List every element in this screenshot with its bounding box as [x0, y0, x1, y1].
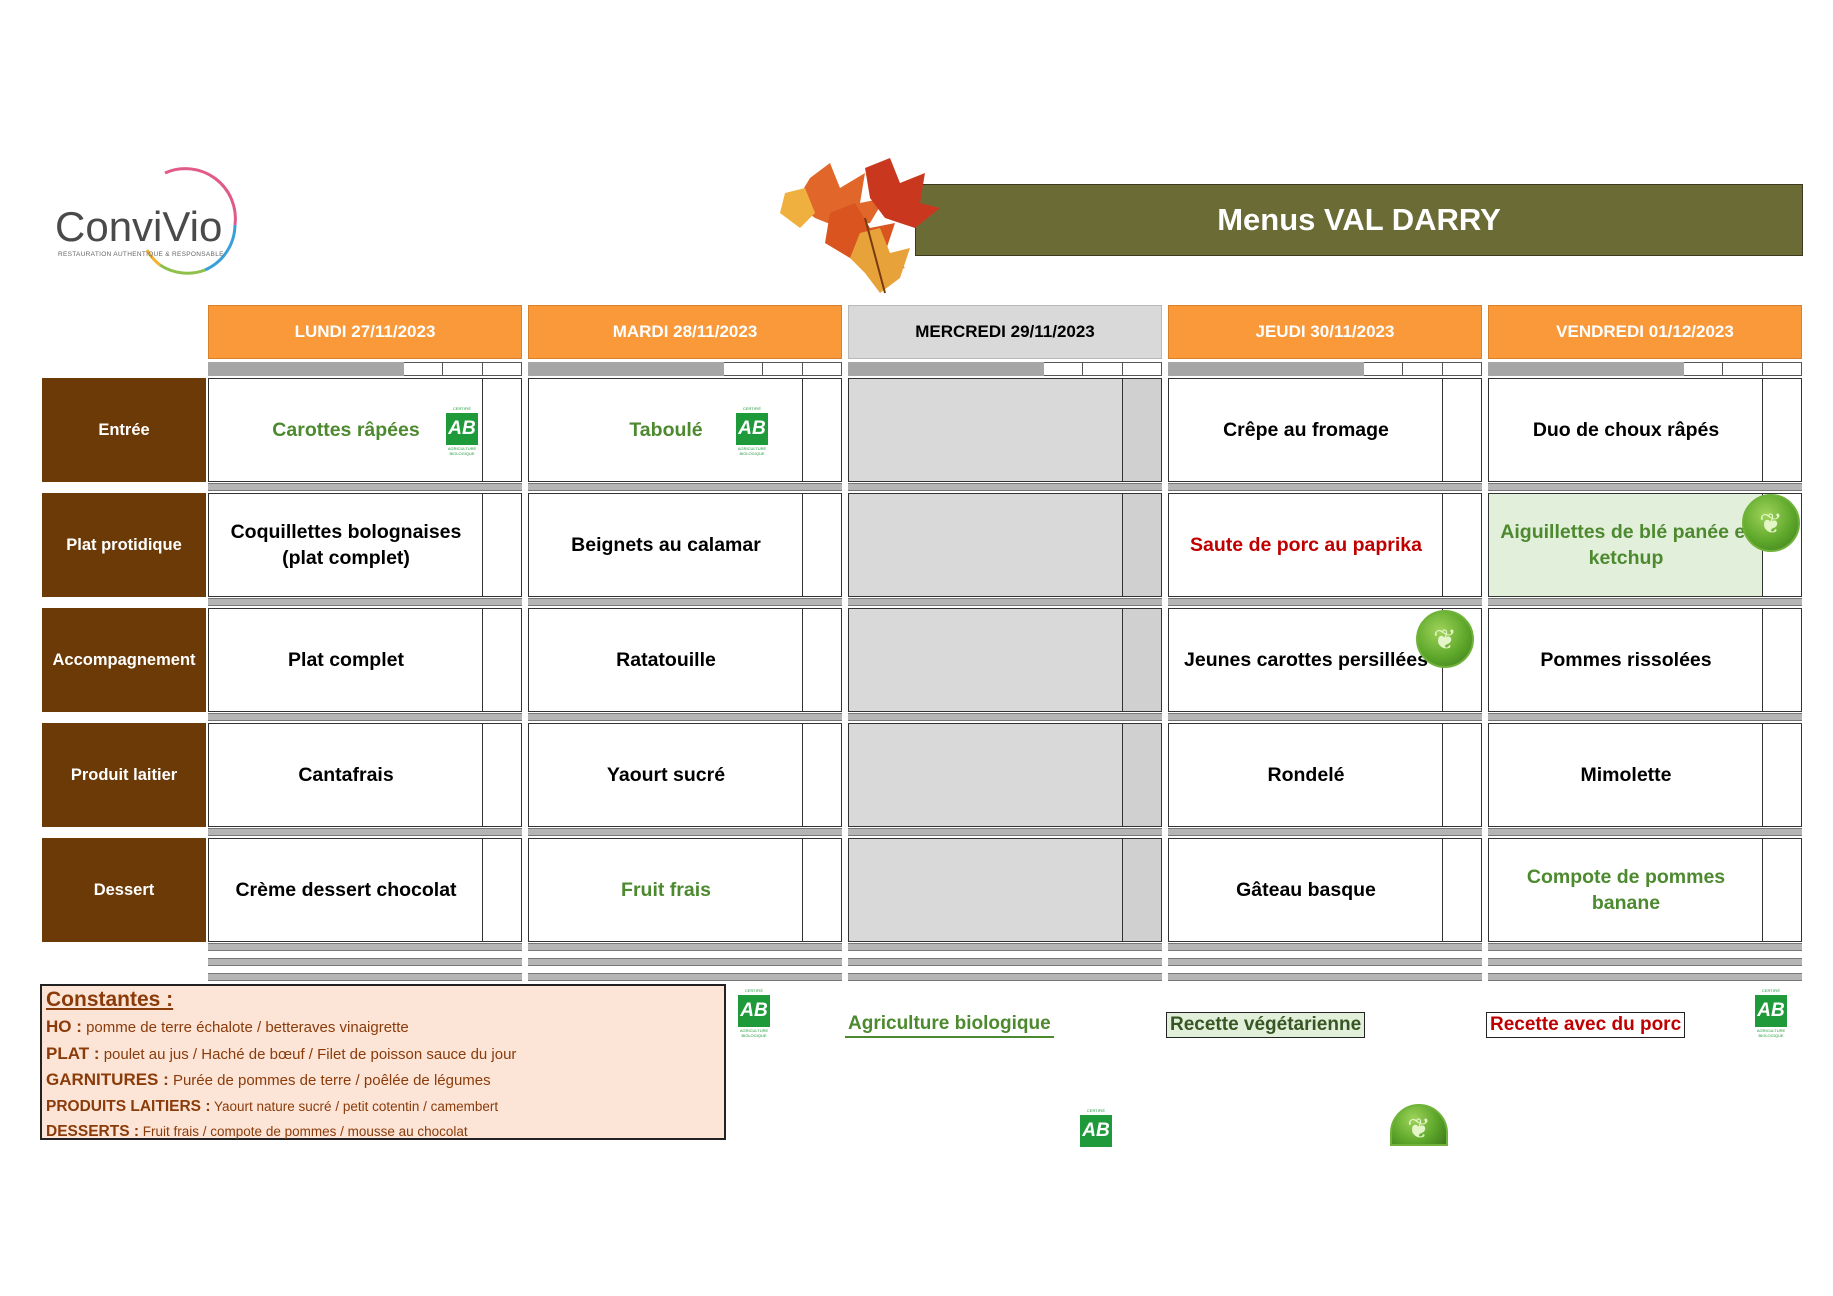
autumn-leaves-icon	[780, 158, 940, 294]
menu-item	[849, 839, 1123, 941]
menu-item: Ratatouille	[616, 648, 716, 671]
menu-cell: Gâteau basque	[1168, 838, 1482, 942]
menu-cell: Fruit frais	[528, 838, 842, 942]
row-label-produit-laitier: Produit laitier	[42, 723, 206, 827]
constantes-box: Constantes : HO : pomme de terre échalot…	[40, 984, 726, 1140]
constantes-line: GARNITURES : Purée de pommes de terre / …	[46, 1070, 491, 1089]
constantes-line: HO : pomme de terre échalote / betterave…	[46, 1017, 409, 1036]
page-title: Menus VAL DARRY	[915, 184, 1803, 256]
constantes-line: DESSERTS : Fruit frais / compote de pomm…	[46, 1123, 468, 1140]
menu-item	[849, 379, 1123, 481]
header-sub-bar	[1488, 362, 1802, 376]
legend-vegetarian: Recette végétarienne	[1166, 1012, 1366, 1038]
menu-cell: Crème dessert chocolat	[208, 838, 522, 942]
convivio-logo: ConviVio RESTAURATION AUTHENTIQUE & RESP…	[50, 165, 240, 290]
menu-item	[849, 724, 1123, 826]
menu-item: Beignets au calamar	[571, 533, 761, 556]
header-sub-bar	[1168, 362, 1482, 376]
menu-item: Crème dessert chocolat	[235, 878, 457, 901]
constantes-line: PLAT : poulet au jus / Haché de bœuf / F…	[46, 1043, 517, 1063]
menu-cell: Taboulé	[528, 378, 842, 482]
row-label-dessert: Dessert	[42, 838, 206, 942]
header-sub-bar	[528, 362, 842, 376]
menu-cell: Pommes rissolées	[1488, 608, 1802, 712]
menu-item: Rondelé	[1267, 763, 1345, 786]
day-header-lundi: LUNDI 27/11/2023	[208, 305, 522, 359]
vegetarian-leaf-icon: ❦	[1742, 494, 1800, 552]
menu-item: Saute de porc au paprika	[1190, 533, 1422, 556]
menu-item: Cantafrais	[298, 763, 394, 786]
logo-ring-icon	[145, 167, 237, 275]
menu-cell-closed	[848, 838, 1162, 942]
logo-tagline: RESTAURATION AUTHENTIQUE & RESPONSABLE	[58, 251, 224, 258]
menu-cell: Duo de choux râpés	[1488, 378, 1802, 482]
menu-cell: Cantafrais	[208, 723, 522, 827]
menu-cell-closed	[848, 378, 1162, 482]
menu-cell-closed	[848, 608, 1162, 712]
constantes-line: PRODUITS LAITIERS : Yaourt nature sucré …	[46, 1097, 499, 1115]
menu-cell: Coquillettes bolognaises (plat complet)	[208, 493, 522, 597]
menu-cell: Saute de porc au paprika	[1168, 493, 1482, 597]
menu-item: Carottes râpées	[272, 418, 420, 441]
row-label-accompagnement: Accompagnement	[42, 608, 206, 712]
menu-item: Compote de pommes banane	[1526, 865, 1726, 914]
menu-cell: Mimolette	[1488, 723, 1802, 827]
row-label-plat-protidique: Plat protidique	[42, 493, 206, 597]
menu-item: Gâteau basque	[1236, 878, 1376, 901]
menu-item: Duo de choux râpés	[1532, 418, 1720, 441]
constantes-title: Constantes :	[46, 988, 174, 1011]
day-header-mercredi: MERCREDI 29/11/2023	[848, 305, 1162, 359]
menu-cell: Rondelé	[1168, 723, 1482, 827]
day-header-jeudi: JEUDI 30/11/2023	[1168, 305, 1482, 359]
legend-pork: Recette avec du porc	[1486, 1012, 1686, 1038]
menu-item: Jeunes carottes persillées	[1184, 648, 1428, 671]
menu-item: Aiguillettes de blé panée et ketchup	[1489, 494, 1763, 596]
menu-item: Mimolette	[1580, 763, 1672, 786]
menu-cell: Crêpe au fromage	[1168, 378, 1482, 482]
menu-item: Plat complet	[288, 648, 404, 671]
menu-cell-closed	[848, 493, 1162, 597]
day-header-vendredi: VENDREDI 01/12/2023	[1488, 305, 1802, 359]
menu-item: Yaourt sucré	[606, 763, 726, 786]
menu-cell: Yaourt sucré	[528, 723, 842, 827]
menu-cell: Compote de pommes banane	[1488, 838, 1802, 942]
day-header-mardi: MARDI 28/11/2023	[528, 305, 842, 359]
vegetarian-leaf-icon: ❦	[1416, 610, 1474, 668]
page-title-text: Menus VAL DARRY	[1217, 202, 1501, 237]
menu-cell: Ratatouille	[528, 608, 842, 712]
menu-item: Coquillettes bolognaises (plat complet)	[230, 520, 462, 569]
menu-item	[849, 609, 1123, 711]
vegetarian-leaf-icon: ❦	[1390, 1104, 1448, 1146]
menu-cell-closed	[848, 723, 1162, 827]
header-sub-bar	[848, 362, 1162, 376]
menu-item: Pommes rissolées	[1540, 648, 1712, 671]
logo-name: ConviVio	[55, 203, 223, 250]
menu-item: Fruit frais	[621, 878, 711, 901]
menu-item: Taboulé	[629, 418, 703, 441]
menu-item	[849, 494, 1123, 596]
header-sub-bar	[208, 362, 522, 376]
legend-organic: Agriculture biologique	[845, 1012, 1054, 1038]
menu-cell: Beignets au calamar	[528, 493, 842, 597]
menu-item: Crêpe au fromage	[1223, 418, 1389, 441]
row-label-entree: Entrée	[42, 378, 206, 482]
menu-cell: Plat complet	[208, 608, 522, 712]
